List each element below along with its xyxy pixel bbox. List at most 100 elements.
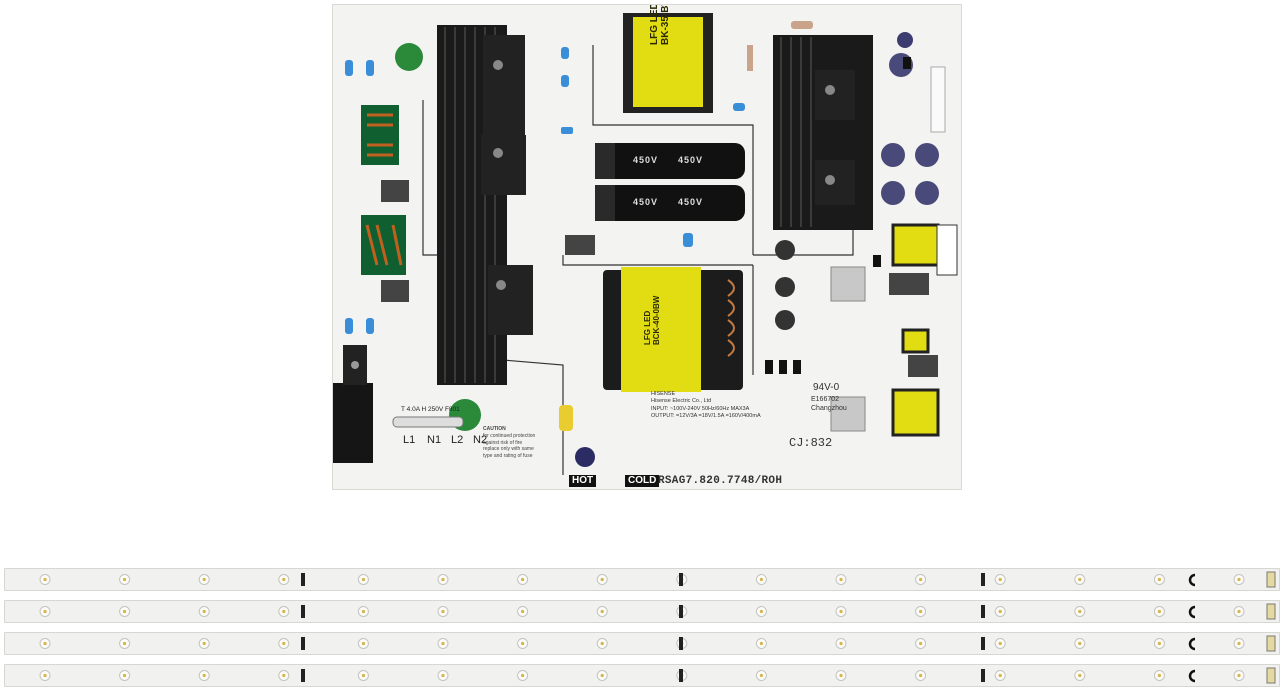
led-chip: [1237, 577, 1241, 582]
manufacturer-line: HISENSE: [651, 391, 676, 397]
power-supply-board: 450V 450V 450V 450V LFG LED BK-35-BW LFG…: [332, 4, 962, 490]
caution-line: type and rating of fuse: [483, 453, 533, 459]
led-chip: [839, 577, 843, 582]
led-chip: [1078, 641, 1082, 646]
heatsink-right: [773, 35, 873, 230]
flammability-rating: 94V-0: [813, 382, 840, 393]
board-model-number: RSAG7.820.7748/ROH: [658, 475, 783, 487]
led-chip: [43, 609, 47, 614]
led-chip: [919, 673, 923, 678]
led-chip: [202, 577, 206, 582]
strip-joint-mark: [301, 605, 305, 618]
strip-c-mark: [1188, 605, 1196, 619]
led-chip: [202, 673, 206, 678]
strip-c-mark: [1188, 669, 1196, 683]
led-chip: [1157, 577, 1161, 582]
led-strip-artwork: [39, 571, 1276, 588]
led-chip: [1237, 609, 1241, 614]
led-chip: [998, 609, 1002, 614]
capacitor-marking: 450V: [633, 155, 659, 165]
strip-joint-mark: [301, 669, 305, 682]
input-chokes: [361, 105, 406, 275]
capacitor-marking: 450V: [633, 197, 659, 207]
led-chip: [521, 673, 525, 678]
led-chip: [839, 641, 843, 646]
led-chip: [759, 577, 764, 582]
caution-line: against risk of fire: [483, 439, 523, 446]
led-chip: [43, 577, 47, 582]
led-chip: [998, 641, 1002, 646]
cold-label: COLD: [625, 475, 660, 487]
strip-joint-mark: [301, 573, 305, 586]
strip-joint-mark: [679, 637, 683, 650]
transformer-main-line: LFG LED: [643, 310, 652, 345]
input-label-l2: L2: [451, 434, 464, 446]
led-chip: [521, 577, 525, 582]
bulk-capacitors: [595, 143, 745, 221]
led-chip: [441, 609, 445, 614]
led-chip: [123, 641, 127, 646]
heatsink-left: [437, 25, 533, 385]
led-chip: [1157, 641, 1161, 646]
led-chip: [123, 609, 127, 614]
led-chip: [759, 609, 764, 614]
led-chip: [1157, 609, 1161, 614]
led-chip: [600, 673, 604, 678]
transformer-top: [623, 13, 713, 113]
manufacturer-line: OUTPUT: =12V/3A =18V/1.5A =160V/400mA: [651, 413, 761, 420]
led-chip: [1237, 641, 1241, 646]
cert-line: E166702: [811, 396, 840, 403]
strip-c-mark: [1188, 637, 1196, 651]
transformer-main-label: LFG LED BCK-40-0BW: [643, 296, 661, 345]
strip-connector: [1266, 571, 1276, 588]
led-strip: [4, 600, 1280, 623]
led-chip: [361, 673, 365, 678]
transformer-main: [603, 267, 743, 392]
led-chip: [123, 577, 127, 582]
led-strip: [4, 632, 1280, 655]
transformer-main-line: BCK-40-0BW: [652, 295, 661, 345]
transformer-top-label: LFG LED BK-35-BW: [649, 4, 671, 45]
led-chip: [361, 641, 365, 646]
caution-line: for continued protection: [483, 432, 536, 439]
capacitor-marking: 450V: [678, 155, 704, 165]
certification-mark: E166702 Changzhou: [811, 395, 847, 413]
led-chip: [282, 609, 286, 614]
strip-joint-mark: [981, 637, 985, 650]
fuse-label: T 4.0A H 250V F801: [401, 406, 460, 413]
manufacturer-label: HISENSE Hisense Electric Co., Ltd INPUT:…: [651, 391, 791, 421]
led-chip: [1157, 673, 1161, 678]
led-chip: [919, 641, 923, 646]
strip-c-mark: [1188, 573, 1196, 587]
capacitor-marking: 450V: [678, 197, 704, 207]
led-strip-artwork: [39, 635, 1276, 652]
led-chip: [1078, 673, 1082, 678]
led-chip: [1078, 577, 1082, 582]
transformer-top-line: BK-35-BW: [660, 4, 671, 45]
caution-line: CAUTION: [483, 426, 506, 432]
board-artwork: [333, 13, 958, 475]
led-chip: [919, 609, 923, 614]
led-chip: [43, 641, 47, 646]
led-chip: [521, 641, 525, 646]
input-label-l1: L1: [403, 434, 416, 446]
input-label-n1: N1: [427, 434, 442, 446]
led-chip: [998, 673, 1002, 678]
strip-connector: [1266, 603, 1276, 620]
led-strip-artwork: [39, 603, 1276, 620]
led-strip: [4, 664, 1280, 687]
led-chip: [839, 673, 843, 678]
strip-joint-mark: [981, 573, 985, 586]
hot-label: HOT: [569, 475, 597, 487]
led-chip: [43, 673, 47, 678]
led-chip: [600, 577, 604, 582]
led-strip-artwork: [39, 667, 1276, 684]
led-chip: [759, 673, 764, 678]
led-chip: [361, 577, 365, 582]
led-chip: [600, 641, 604, 646]
led-chip: [202, 609, 206, 614]
strip-connector: [1266, 635, 1276, 652]
manufacturer-line: Hisense Electric Co., Ltd: [651, 398, 712, 405]
manufacturer-line: INPUT: ~100V-240V 50Hz/60Hz MAX3A: [651, 405, 750, 412]
led-chip: [441, 673, 445, 678]
